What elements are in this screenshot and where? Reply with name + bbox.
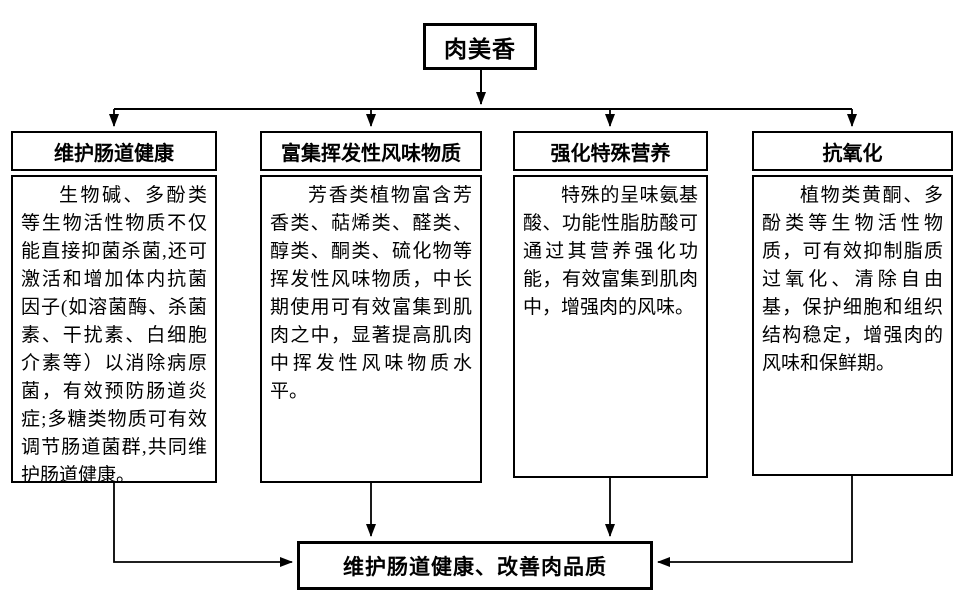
column-2-body: 芳香类植物富含芳香类、萜烯类、醛类、醇类、酮类、硫化物等挥发性风味物质，中长期使… <box>260 175 482 483</box>
column-1-body-text: 生物碱、多酚类等生物活性物质不仅能直接抑菌杀菌,还可激活和增加体内抗菌因子(如溶… <box>21 185 207 486</box>
column-1-header: 维护肠道健康 <box>11 131 217 171</box>
root-node-label: 肉美香 <box>444 36 516 62</box>
column-1-body: 生物碱、多酚类等生物活性物质不仅能直接抑菌杀菌,还可激活和增加体内抗菌因子(如溶… <box>11 175 217 486</box>
column-3-header: 强化特殊营养 <box>513 131 708 171</box>
result-node: 维护肠道健康、改善肉品质 <box>297 541 653 590</box>
column-4-title: 抗氧化 <box>822 142 883 165</box>
column-3-body: 特殊的呈味氨基酸、功能性脂肪酸可通过其营养强化功能，有效富集到肌肉中，增强肉的风… <box>513 175 708 478</box>
root-node: 肉美香 <box>423 23 537 70</box>
column-2-title: 富集挥发性风味物质 <box>281 142 461 165</box>
column-4-body-text: 植物类黄酮、多酚类等生物活性物质，可有效抑制脂质过氧化、清除自由基，保护细胞和组… <box>762 185 943 374</box>
column-1-title: 维护肠道健康 <box>54 142 174 165</box>
column-3-body-text: 特殊的呈味氨基酸、功能性脂肪酸可通过其营养强化功能，有效富集到肌肉中，增强肉的风… <box>523 185 698 318</box>
column-2-header: 富集挥发性风味物质 <box>260 131 482 171</box>
column-2-body-text: 芳香类植物富含芳香类、萜烯类、醛类、醇类、酮类、硫化物等挥发性风味物质，中长期使… <box>270 185 472 402</box>
result-node-label: 维护肠道健康、改善肉品质 <box>343 554 607 579</box>
column-4-body: 植物类黄酮、多酚类等生物活性物质，可有效抑制脂质过氧化、清除自由基，保护细胞和组… <box>752 175 953 476</box>
column-3-title: 强化特殊营养 <box>550 142 671 165</box>
column-4-header: 抗氧化 <box>752 131 953 171</box>
